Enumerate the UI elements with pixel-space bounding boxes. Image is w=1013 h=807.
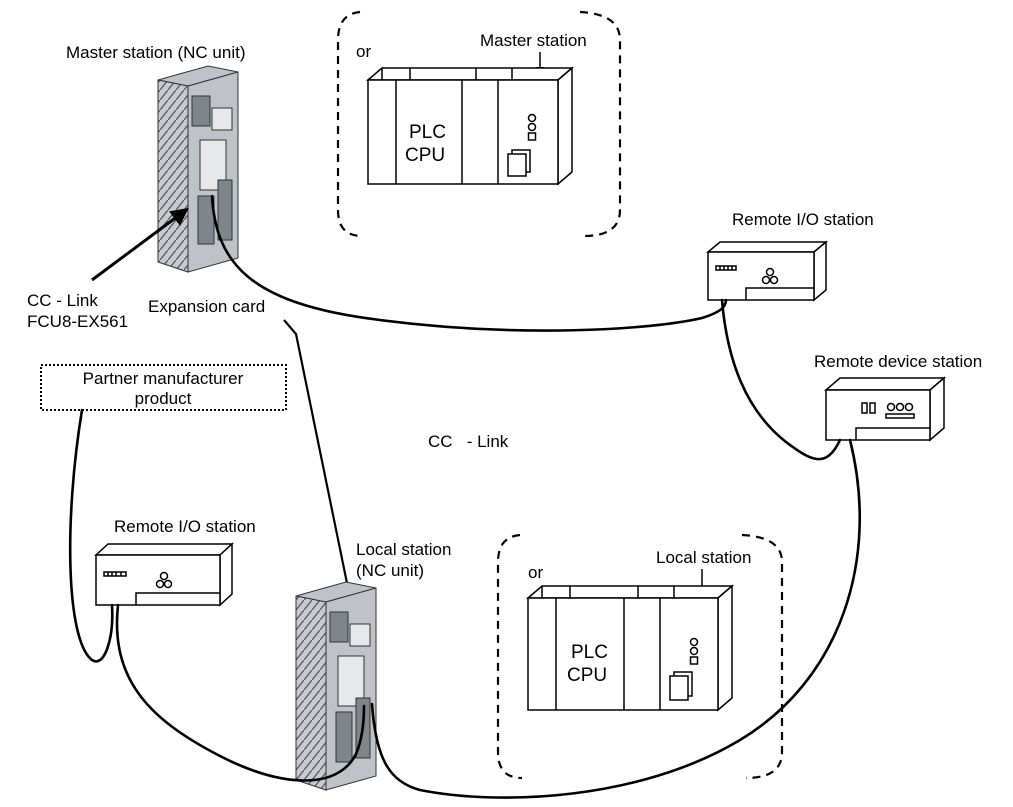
- remote-device-station: [823, 376, 947, 442]
- local-station-label: Local station: [656, 548, 751, 567]
- plc-master-rack: [365, 66, 575, 186]
- partner-manufacturer-box: [40, 364, 287, 411]
- cable-remote-device-to-local-station: [370, 438, 861, 799]
- local-nc-unit: [295, 581, 377, 791]
- dashed-bracket-right-bottom: [741, 533, 784, 780]
- partner-label-line2: product: [135, 389, 192, 408]
- remote-io-station-bottom: [94, 542, 234, 607]
- or-label-bottom: or: [528, 563, 543, 582]
- cable-remote-io-to-local-station: [115, 603, 366, 782]
- cc-link-card-label-line1: CC - Link: [27, 291, 98, 310]
- cc-link-card-label-line2: FCU8-EX561: [27, 312, 128, 331]
- remote-device-station-label: Remote device station: [814, 352, 982, 371]
- plc-bottom-label-line1: PLC: [571, 642, 608, 663]
- cc-link-card-arrow: [91, 207, 189, 282]
- remote-io-bottom-label: Remote I/O station: [114, 517, 256, 536]
- remote-io-station-top: [705, 240, 829, 302]
- plc-bottom-label-line2: CPU: [567, 665, 607, 686]
- cable-remote-io-to-remote-device: [720, 298, 842, 461]
- master-nc-unit: [157, 65, 239, 273]
- master-station-label: Master station: [480, 31, 587, 50]
- cable-partner-to-remote-io: [68, 408, 114, 663]
- cc-link-network-label: CC - Link: [428, 432, 509, 451]
- plc-local-rack: [525, 584, 735, 712]
- dashed-bracket-right-top: [579, 10, 622, 238]
- or-label-top: or: [356, 42, 371, 61]
- master-station-nc-label: Master station (NC unit): [66, 43, 246, 62]
- plc-top-label-line2: CPU: [405, 145, 445, 166]
- cable-master-to-remote-io: [210, 194, 728, 332]
- local-station-nc-label-line2: (NC unit): [356, 561, 424, 580]
- local-station-nc-label-line1: Local station: [356, 540, 451, 559]
- partner-label-line1: Partner manufacturer: [83, 369, 244, 388]
- expansion-card-label: Expansion card: [148, 297, 265, 316]
- dashed-bracket-left-bottom: [496, 533, 523, 780]
- remote-io-top-label: Remote I/O station: [732, 210, 874, 229]
- expansion-card-arrow: [283, 319, 371, 679]
- plc-top-label-line1: PLC: [409, 122, 446, 143]
